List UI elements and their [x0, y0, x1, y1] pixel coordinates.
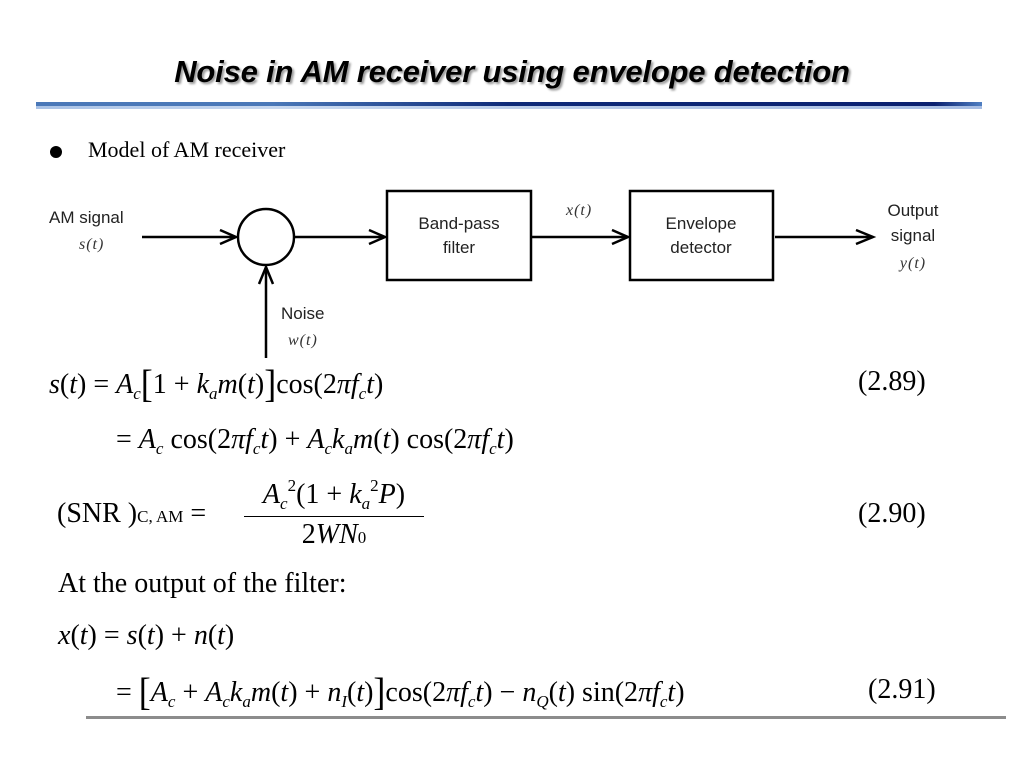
- input-arrowhead: [219, 228, 240, 246]
- footer-divider: [86, 716, 1006, 719]
- bullet-text: Model of AM receiver: [88, 137, 286, 162]
- equation-2-90-fraction: Ac2(1 + ka2P) 2WN0: [244, 476, 424, 551]
- output-label-line2: signal: [891, 226, 935, 245]
- title-underline: [36, 100, 982, 110]
- title-underline-light: [36, 106, 982, 109]
- filter-label-line1: Band-pass: [418, 214, 499, 233]
- equation-number-2-90: (2.90): [858, 498, 926, 529]
- fraction-denominator: 2WN0: [301, 519, 367, 550]
- envelope-detector-block: [628, 189, 775, 282]
- noise-signal-label: w(t): [288, 332, 318, 349]
- input-label: AM signal: [49, 208, 124, 227]
- summing-junction: [236, 207, 296, 267]
- noise-arrowhead: [257, 263, 275, 285]
- output-signal-label: y(t): [898, 255, 926, 272]
- snr-subscript: C, AM: [137, 507, 184, 526]
- output-arrowhead: [855, 228, 877, 246]
- input-signal-label: s(t): [79, 236, 104, 253]
- intermediate-signal-label: x(t): [565, 202, 592, 219]
- filter-output-text: At the output of the filter:: [58, 568, 347, 599]
- am-receiver-diagram: AM signal s(t) Noise w(t) Band-pass filt…: [49, 189, 939, 358]
- snr-text: (SNR ): [57, 498, 138, 529]
- title-underline-dark: [36, 102, 982, 106]
- bullet-icon: [50, 146, 62, 158]
- band-pass-filter-block: [385, 189, 533, 282]
- equation-number-2-89: (2.89): [858, 366, 926, 397]
- snr-label: (SNR )C, AM =: [57, 498, 207, 529]
- detector-label-line2: detector: [670, 238, 732, 257]
- slide-title: Noise in AM receiver using envelope dete…: [174, 54, 850, 89]
- filter-to-detector-arrowhead: [611, 228, 632, 246]
- detector-label-line1: Envelope: [666, 214, 737, 233]
- equation-2-89-line1: s(t) = Ac[1 + kam(t)]cos(2πfct): [49, 362, 384, 406]
- equation-2-89-line2: = Ac cos(2πfct) + Ackam(t) cos(2πfct): [116, 424, 514, 458]
- filter-label-line2: filter: [443, 238, 475, 257]
- equation-number-2-91: (2.91): [868, 674, 936, 705]
- equation-2-91-line1: x(t) = s(t) + n(t): [58, 620, 235, 651]
- junction-to-filter-arrowhead: [368, 228, 389, 246]
- equation-2-91-line2: = [Ac + Ackam(t) + nI(t)]cos(2πfct) − nQ…: [116, 670, 685, 714]
- output-label-line1: Output: [887, 201, 938, 220]
- noise-label: Noise: [281, 304, 324, 323]
- fraction-numerator: Ac2(1 + ka2P): [244, 476, 424, 517]
